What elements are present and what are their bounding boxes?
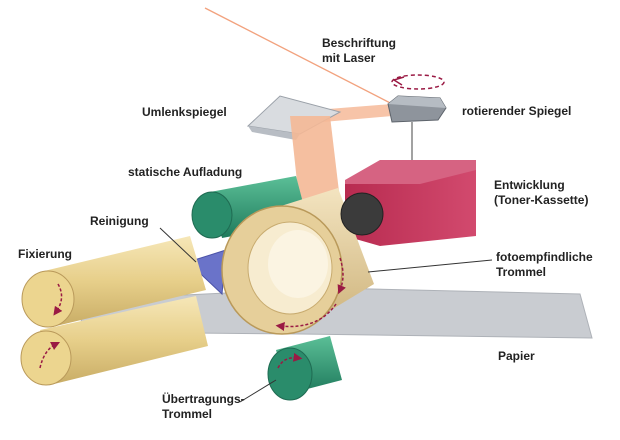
label-laser: Beschriftung mit Laser <box>322 36 396 66</box>
label-laser-line2: mit Laser <box>322 51 376 65</box>
label-papier: Papier <box>498 349 535 363</box>
label-uebertragung: Übertragungs- Trommel <box>162 392 245 422</box>
label-uebertragung-line2: Trommel <box>162 407 213 421</box>
label-entwicklung-line2: (Toner-Kassette) <box>494 193 589 207</box>
leader-uebertragung <box>239 379 277 403</box>
mirror-rotation-arrow <box>392 76 405 86</box>
laser-beam <box>204 7 401 109</box>
developer-roller <box>340 192 384 236</box>
drum-rotation-arrow-upper <box>337 257 346 295</box>
label-trommel-line2: Trommel <box>496 265 547 279</box>
transfer-roller <box>267 336 342 401</box>
label-entwicklung-line1: Entwicklung <box>494 178 565 192</box>
label-statische-aufladung: statische Aufladung <box>128 165 243 179</box>
drum-rotation-arrow <box>275 303 337 331</box>
label-umlenkspiegel: Umlenkspiegel <box>142 105 227 119</box>
label-uebertragung-line1: Übertragungs- <box>162 392 245 406</box>
label-entwicklung: Entwicklung (Toner-Kassette) <box>494 178 588 208</box>
label-trommel: fotoempfindliche Trommel <box>496 250 593 280</box>
label-fixierung: Fixierung <box>18 247 73 261</box>
label-trommel-line1: fotoempfindliche <box>496 250 593 264</box>
mirror-rotation-ring <box>391 74 445 90</box>
beam-to-drum <box>290 116 340 210</box>
rotating-mirror-top <box>388 96 446 108</box>
transfer-rotation-arrow <box>277 352 303 369</box>
leader-reinigung <box>159 227 197 263</box>
label-rotierender-spiegel: rotierender Spiegel <box>462 104 572 118</box>
label-laser-line1: Beschriftung <box>322 36 397 50</box>
leader-trommel <box>367 259 493 273</box>
fuser-rotation-arrow-bottom <box>39 341 61 369</box>
deflection-mirror-face <box>248 126 300 140</box>
label-reinigung: Reinigung <box>90 214 149 228</box>
fuser-rotation-arrow-top <box>53 283 63 316</box>
